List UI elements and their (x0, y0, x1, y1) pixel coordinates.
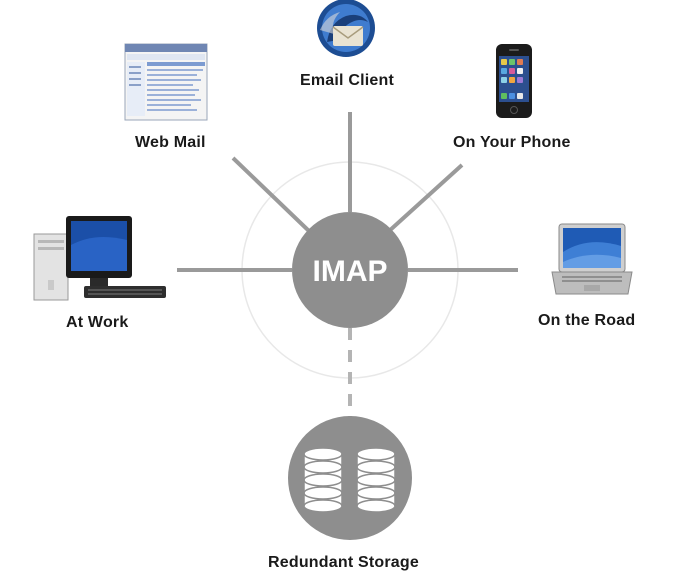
browser-window-icon (124, 43, 208, 121)
label-web-mail: Web Mail (135, 134, 206, 151)
connector-on-your-phone (386, 163, 464, 234)
label-on-the-road: On the Road (538, 312, 636, 329)
database-left-icon (303, 447, 343, 513)
thunderbird-logo-icon (317, 0, 375, 57)
desktop-computer-icon (33, 216, 166, 301)
database-cylinders-icon (303, 447, 396, 513)
label-on-your-phone: On Your Phone (453, 134, 571, 151)
imap-hub (292, 212, 408, 328)
hub-label: IMAP (313, 255, 388, 288)
connector-web-mail (231, 156, 312, 234)
label-redundant-storage: Redundant Storage (268, 554, 419, 571)
laptop-icon (551, 223, 633, 295)
smartphone-icon (496, 44, 532, 118)
label-at-work: At Work (66, 314, 129, 331)
database-right-icon (356, 447, 396, 513)
label-email-client: Email Client (300, 72, 394, 89)
